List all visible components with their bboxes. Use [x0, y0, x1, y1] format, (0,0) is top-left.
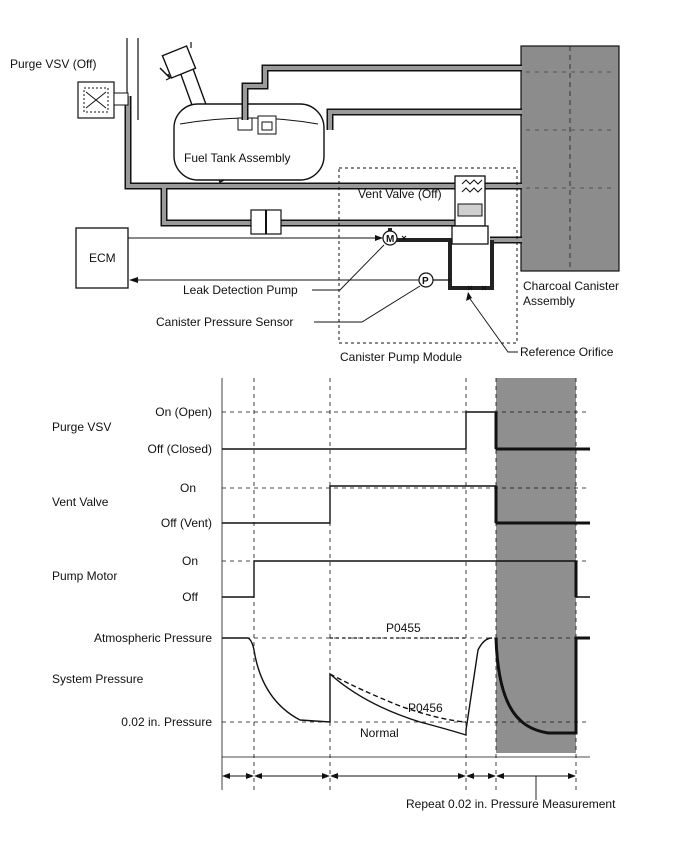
purge-vsv	[77, 81, 129, 119]
timing-chart: Purge VSV Vent Valve Pump Motor System P…	[52, 378, 616, 811]
signal-name-vent-valve: Vent Valve	[52, 495, 109, 509]
purge-vsv-high-label: On (Open)	[155, 405, 212, 419]
charcoal-canister-label-1: Charcoal Canister	[523, 279, 619, 293]
signal-name-system-pressure: System Pressure	[52, 672, 144, 686]
vent-valve	[451, 175, 489, 245]
system-pressure-curve	[222, 637, 493, 736]
pressure-low-label: 0.02 in. Pressure	[121, 715, 212, 729]
measurement-band	[496, 378, 576, 753]
charcoal-canister-label-2: Assembly	[523, 294, 575, 308]
inline-filter	[250, 209, 282, 235]
arrow-heads	[222, 773, 576, 779]
repeat-measurement-label: Repeat 0.02 in. Pressure Measurement	[406, 797, 616, 811]
boundary-lines	[221, 378, 590, 790]
p0455-label: P0455	[386, 621, 421, 635]
purge-vsv-label: Purge VSV (Off)	[10, 57, 96, 71]
signal-name-purge-vsv: Purge VSV	[52, 420, 111, 434]
schematic: Fuel Tank Assembly	[10, 38, 620, 364]
pump-motor-signal	[222, 560, 590, 598]
p0456-curve	[329, 673, 467, 723]
vent-valve-label: Vent Valve (Off)	[358, 187, 442, 201]
charcoal-canister	[520, 45, 620, 272]
canister-pressure-sensor-label: Canister Pressure Sensor	[156, 315, 293, 329]
vent-valve-high-label: On	[180, 481, 196, 495]
canister-pump-module-label: Canister Pump Module	[340, 350, 462, 364]
p0456-label: P0456	[408, 701, 443, 715]
ecm: ECM	[75, 227, 129, 289]
pump-motor-high-label: On	[182, 554, 198, 568]
pressure-sensor-letter: P	[422, 276, 429, 287]
pump-motor-letter: M	[386, 234, 394, 245]
purge-vsv-low-label: Off (Closed)	[148, 442, 212, 456]
fuel-tank-label: Fuel Tank Assembly	[184, 151, 291, 165]
pump-module-box	[338, 167, 518, 344]
fuel-tank: Fuel Tank Assembly	[173, 103, 325, 181]
ecm-label: ECM	[89, 251, 116, 265]
normal-label: Normal	[360, 726, 399, 740]
measurement-pressure-curve	[494, 636, 590, 735]
reference-orifice-label: Reference Orifice	[520, 345, 614, 359]
vent-valve-low-label: Off (Vent)	[161, 516, 212, 530]
leak-detection-pump-label: Leak Detection Pump	[183, 283, 298, 297]
signal-name-pump-motor: Pump Motor	[52, 569, 117, 583]
pressure-high-label: Atmospheric Pressure	[94, 631, 212, 645]
pump-motor-low-label: Off	[182, 590, 198, 604]
